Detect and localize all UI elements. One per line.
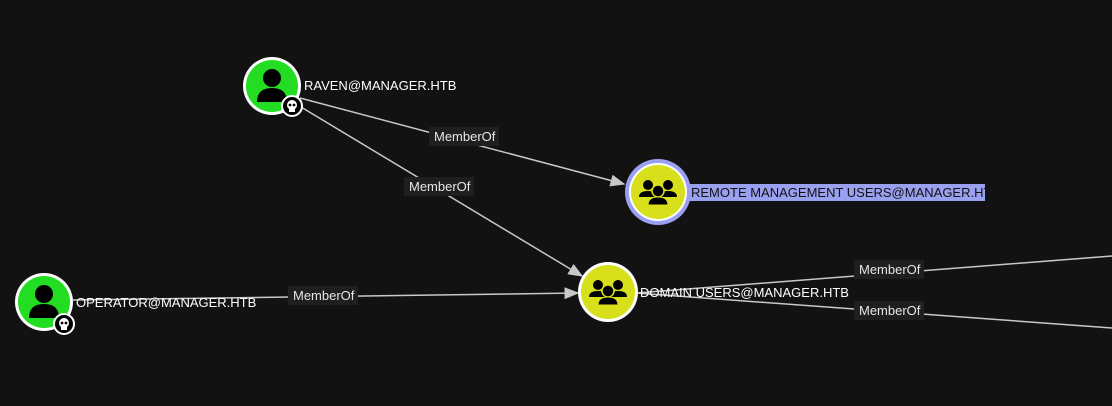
node-label: RAVEN@MANAGER.HTB (304, 78, 456, 93)
edge-label[interactable]: MemberOf (404, 177, 474, 196)
svg-text:MemberOf: MemberOf (859, 262, 921, 277)
edge-label[interactable]: MemberOf (854, 260, 924, 279)
node-label: DOMAIN USERS@MANAGER.HTB (640, 285, 849, 300)
owned-skull-icon (281, 95, 303, 117)
svg-text:MemberOf: MemberOf (859, 303, 921, 318)
node-operator[interactable] (15, 273, 75, 335)
svg-text:MemberOf: MemberOf (293, 288, 355, 303)
svg-text:MemberOf: MemberOf (434, 129, 496, 144)
edge-label[interactable]: MemberOf (854, 301, 924, 320)
edge-label[interactable]: MemberOf (429, 127, 499, 146)
node-label: OPERATOR@MANAGER.HTB (76, 295, 256, 310)
node-label: REMOTE MANAGEMENT USERS@MANAGER.HTB (691, 185, 1000, 200)
edge-label[interactable]: MemberOf (288, 286, 358, 305)
node-raven[interactable] (243, 57, 303, 117)
selected-label-bg (688, 184, 985, 201)
node-domain-users[interactable] (578, 262, 638, 322)
svg-text:MemberOf: MemberOf (409, 179, 471, 194)
owned-skull-icon (53, 313, 75, 335)
node-remote-management-users[interactable] (625, 159, 691, 225)
